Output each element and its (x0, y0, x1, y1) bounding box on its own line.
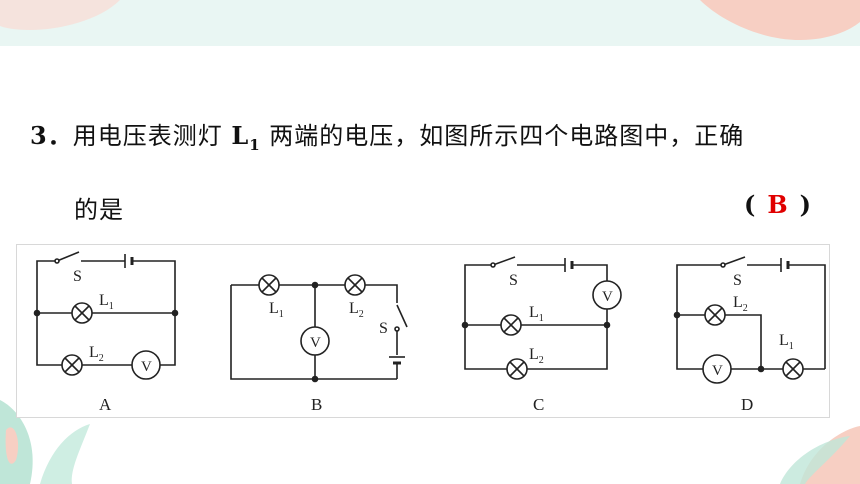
switch-c (492, 256, 516, 266)
pink-blob-top-right (700, 0, 860, 40)
circuit-b: L1 L2 S V B (230, 274, 408, 414)
svg-text:L2: L2 (89, 344, 104, 364)
paren-open: ( (744, 190, 756, 219)
caption-d: D (741, 395, 753, 414)
lamp-l1-c (500, 314, 522, 336)
svg-text:S: S (733, 272, 742, 289)
switch-d (722, 256, 746, 266)
lamp-l2-b (344, 274, 366, 296)
question-line-1: 3．用电压表测灯 L1 两端的电压，如图所示四个电路图中，正确 (30, 116, 840, 154)
green-leaf-bottom-right (780, 436, 850, 484)
switch-b (396, 304, 408, 328)
question-line-2: 的是 (74, 196, 124, 224)
lamp-l2-d (704, 304, 726, 326)
lamp-symbol: L1 (231, 121, 261, 154)
svg-text:L2: L2 (529, 346, 544, 366)
voltmeter-b (300, 326, 330, 356)
voltmeter-d (702, 354, 732, 384)
pink-leaf-bottom-left (5, 427, 19, 464)
circuit-figure: S L1 L2 V A L1 L2 S V B (16, 244, 830, 418)
circuit-a: S L1 L2 V A (33, 251, 179, 414)
lamp-l2-c (506, 358, 528, 380)
svg-text:V: V (310, 335, 321, 351)
green-leaf-bottom-left-2 (40, 424, 90, 484)
svg-text:L1: L1 (779, 332, 794, 352)
svg-text:L2: L2 (349, 300, 364, 320)
svg-text:S: S (73, 268, 82, 285)
lamp-l1-b (258, 274, 280, 296)
svg-text:L1: L1 (269, 300, 284, 320)
lamp-l1-d (782, 358, 804, 380)
caption-a: A (99, 395, 112, 414)
question-number: 3． (30, 121, 73, 150)
svg-text:V: V (712, 363, 723, 379)
svg-text:V: V (602, 289, 613, 305)
paren-close: ) (799, 190, 812, 219)
answer-value: B (767, 190, 788, 219)
circuit-c: S L1 L2 V C (461, 256, 622, 414)
svg-text:L1: L1 (529, 304, 544, 324)
lamp-l1-a (71, 302, 93, 324)
answer-bracket: ( B) (744, 190, 811, 219)
voltmeter-a (131, 350, 161, 380)
caption-b: B (311, 395, 322, 414)
circuit-diagrams: S L1 L2 V A L1 L2 S V B (33, 251, 826, 414)
svg-text:S: S (509, 272, 518, 289)
pink-blob-top-left (0, 0, 120, 30)
lamp-l2-a (61, 354, 83, 376)
switch-a (56, 251, 80, 262)
svg-text:L2: L2 (733, 294, 748, 314)
svg-text:S: S (379, 320, 388, 337)
svg-text:V: V (141, 359, 152, 375)
caption-c: C (533, 395, 544, 414)
svg-text:L1: L1 (99, 292, 114, 312)
question-text-before: 用电压表测灯 (72, 122, 232, 150)
question-text-after: 两端的电压，如图所示四个电路图中，正确 (260, 122, 745, 150)
circuit-d: S L2 L1 V D (673, 256, 826, 414)
